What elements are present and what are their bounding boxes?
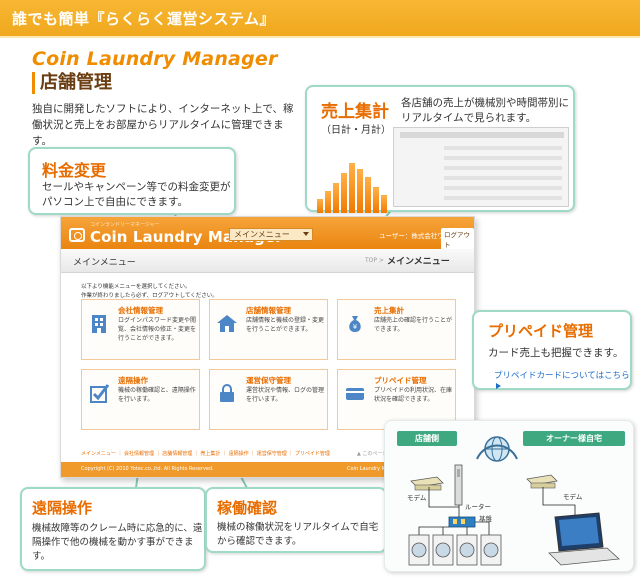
breadcrumb-current: メインメニュー	[387, 257, 450, 267]
fee-change-callout: 料金変更 セールやキャンペーン等での料金変更がパソコン上で自由にできます。	[28, 147, 236, 215]
sales-screenshot-thumbnail	[393, 127, 569, 207]
arrow-right-icon	[496, 382, 501, 389]
tile-maintenance[interactable]: 運営保守管理 運営状況や情報、ログの管理を行います。	[209, 369, 328, 430]
modem-icon	[526, 474, 558, 489]
lock-icon	[220, 384, 234, 402]
remote-control-text: 機械故障等のクレーム時に応急的に、遠隔操作で他の機械を動かす事ができます。	[32, 523, 203, 562]
tile-remote-control[interactable]: 遠隔操作 機械の稼働確認と、遠隔操作を行います。	[81, 369, 200, 430]
checkbox-icon	[90, 384, 110, 403]
sales-summary-subtitle: （日計・月計）	[321, 125, 391, 136]
svg-text:¥: ¥	[353, 323, 358, 331]
money-bag-icon: ¥	[349, 316, 361, 332]
copyright: Copyright (C) 2010 Yotec.co.,ltd. All Ri…	[81, 466, 214, 472]
operation-check-callout: 稼働確認 機械の稼働状況をリアルタイムで自宅から確認できます。	[205, 487, 387, 553]
modem-icon	[410, 476, 444, 491]
store-side-tag: 店舗側	[397, 431, 457, 446]
remote-control-title: 遠隔操作	[32, 499, 93, 517]
section-title: 店舗管理	[32, 72, 112, 94]
owner-home-tag: オーナー様自宅	[523, 431, 625, 446]
banner-title: 誰でも簡単『らくらく運営システム』	[12, 10, 276, 28]
top-banner: 誰でも簡単『らくらく運営システム』	[0, 0, 640, 36]
washing-machine-icon	[408, 534, 430, 566]
sales-summary-text: 各店舗の売上が機械別や時間帯別にリアルタイムで見られます。	[401, 97, 569, 124]
app-screenshot: コインランドリーマネージャー Coin Laundry Manager メインメ…	[60, 216, 475, 478]
fee-change-title: 料金変更	[42, 161, 107, 180]
washer-icon	[69, 228, 85, 242]
board-label: 基盤	[479, 515, 492, 523]
sales-bar-graphic	[317, 153, 407, 213]
modem-right-label: モデム	[563, 493, 583, 501]
washing-machine-icon	[480, 534, 502, 566]
app-header: コインランドリーマネージャー Coin Laundry Manager メインメ…	[61, 217, 474, 250]
prepaid-text: カード売上も把握できます。	[488, 347, 624, 359]
building-icon	[92, 315, 106, 333]
washing-machine-icon	[432, 534, 454, 566]
router-label: ルーター	[465, 503, 491, 511]
intro-text: 独自に開発したソフトにより、インターネット上で、稼働状況と売上をお部屋からリアル…	[32, 103, 294, 147]
tile-company-info[interactable]: 会社情報管理 ログインパスワード変更や閲覧、会社情報の修正・変更を行うことができ…	[81, 299, 200, 360]
washing-machine-icon	[456, 534, 478, 566]
tile-prepaid[interactable]: プリペイド管理 プリペイドの利用状況、在庫状況を確認できます。	[337, 369, 456, 430]
footer-nav-links[interactable]: メインメニュー ｜ 会社情報管理 ｜ 店舗情報管理 ｜ 売上集計 ｜ 遠隔操作 …	[81, 451, 330, 457]
breadcrumb[interactable]: TOP >	[365, 257, 384, 264]
board-icon	[448, 516, 476, 528]
fee-change-text: セールやキャンペーン等での料金変更がパソコン上で自由にできます。	[42, 181, 231, 208]
menubar-label: メインメニュー	[73, 258, 136, 268]
operation-check-text: 機械の稼働状況をリアルタイムで自宅から確認できます。	[217, 522, 379, 547]
prepaid-card-link[interactable]: プリペイドカードについてはこちら	[494, 369, 630, 391]
card-icon	[346, 388, 364, 400]
logout-button[interactable]: ログアウト	[441, 228, 474, 250]
chevron-down-icon	[303, 232, 309, 236]
network-illustration	[408, 436, 620, 566]
app-brand-kana: コインランドリーマネージャー	[90, 222, 160, 228]
modem-left-label: モデム	[407, 494, 427, 502]
menu-select-value: メインメニュー	[234, 230, 290, 239]
globe-icon	[476, 436, 518, 462]
app-instructions: 以下より機能メニューを選択してください。 作業が終わりましたら必ず、ログアウトし…	[81, 284, 218, 299]
house-icon	[217, 315, 237, 332]
sales-summary-title: 売上集計	[321, 102, 389, 122]
app-menubar: メインメニュー TOP > メインメニュー	[61, 249, 474, 273]
brand-title: Coin Laundry Manager	[32, 48, 278, 70]
menu-select[interactable]: メインメニュー	[229, 228, 313, 241]
remote-control-callout: 遠隔操作 機械故障等のクレーム時に応急的に、遠隔操作で他の機械を動かす事ができま…	[20, 487, 206, 571]
laptop-icon	[548, 512, 620, 566]
user-label: ユーザー：株式会社ワイテック	[379, 232, 470, 240]
prepaid-title: プリペイド管理	[488, 322, 594, 340]
tile-sales-summary[interactable]: ¥ 売上集計 店舗売上の確認を行うことができます。	[337, 299, 456, 360]
network-diagram: 店舗側 オーナー様自宅	[384, 420, 634, 572]
tile-store-info[interactable]: 店舗情報管理 店舗情報と機械の登録・変更を行うことができます。	[209, 299, 328, 360]
router-icon	[454, 464, 463, 506]
banner-divider	[0, 36, 640, 38]
prepaid-callout: プリペイド管理 カード売上も把握できます。 プリペイドカードについてはこちら	[472, 310, 632, 390]
operation-check-title: 稼働確認	[217, 499, 278, 517]
